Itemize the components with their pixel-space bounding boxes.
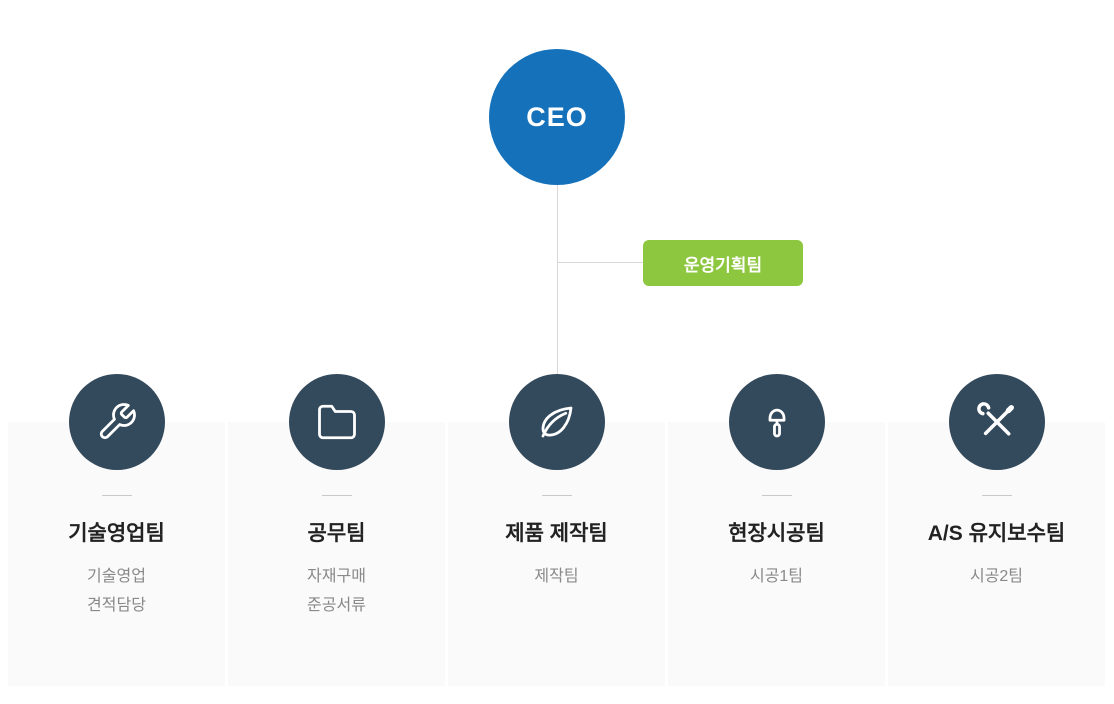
departments-row: 기술영업팀 기술영업 견적담당 공무팀 자재구매 준공서류 — [8, 374, 1105, 686]
ceo-node: CEO — [489, 49, 625, 185]
dept-member: 자재구매 — [307, 568, 366, 585]
dept-members: 시공1팀 — [668, 562, 885, 591]
dept-name: 제품 제작팀 — [505, 522, 608, 545]
divider — [101, 495, 132, 496]
dept-member: 기술영업 — [87, 568, 146, 585]
dept-members: 제작팀 — [448, 562, 665, 591]
dept-column-technical-sales: 기술영업팀 기술영업 견적담당 — [8, 374, 225, 686]
leaf-icon — [508, 374, 605, 470]
dept-column-product-manufacturing: 제품 제작팀 제작팀 — [448, 374, 665, 686]
dept-name: 기술영업팀 — [68, 522, 165, 545]
dept-members: 기술영업 견적담당 — [8, 562, 225, 620]
dept-member: 제작팀 — [534, 568, 579, 585]
divider — [321, 495, 352, 496]
dept-name: 현장시공팀 — [728, 522, 825, 545]
divider — [981, 495, 1012, 496]
dept-name: A/S 유지보수팀 — [927, 522, 1066, 545]
dept-member: 견적담당 — [87, 597, 146, 614]
ceo-vertical-line — [557, 185, 558, 374]
staff-team-badge: 운영기획팀 — [643, 240, 803, 286]
trowel-icon — [728, 374, 825, 470]
dept-column-as-maintenance: A/S 유지보수팀 시공2팀 — [888, 374, 1105, 686]
dept-column-field-construction: 현장시공팀 시공1팀 — [668, 374, 885, 686]
crossed-tools-icon — [948, 374, 1045, 470]
dept-member: 시공2팀 — [969, 568, 1024, 585]
staff-connector-line — [558, 262, 643, 263]
dept-member: 시공1팀 — [749, 568, 804, 585]
divider — [761, 495, 792, 496]
folder-icon — [288, 374, 385, 470]
dept-name: 공무팀 — [307, 522, 366, 545]
dept-members: 시공2팀 — [888, 562, 1105, 591]
wrench-icon — [68, 374, 165, 470]
dept-member: 준공서류 — [307, 597, 366, 614]
dept-members: 자재구매 준공서류 — [228, 562, 445, 620]
dept-column-engineering-affairs: 공무팀 자재구매 준공서류 — [228, 374, 445, 686]
divider — [541, 495, 572, 496]
